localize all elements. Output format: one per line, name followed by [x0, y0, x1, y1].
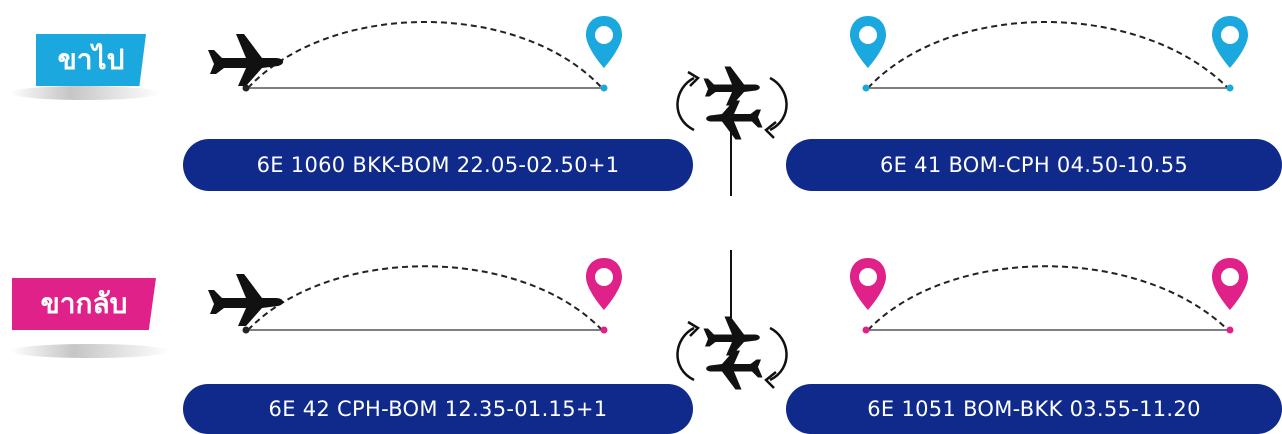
return-tag: ขากลับ: [12, 278, 156, 330]
return-flight-2: 6E 1051 BOM-BKK 03.55-11.20: [786, 384, 1282, 434]
transfer-icon: [676, 66, 788, 140]
location-pin-icon: [848, 256, 888, 312]
outbound-flight-2: 6E 41 BOM-CPH 04.50-10.55: [786, 139, 1282, 191]
outbound-tag: ขาไป: [36, 34, 146, 86]
tag-shadow: [10, 86, 160, 100]
location-pin-icon: [1210, 256, 1250, 312]
tag-shadow: [10, 344, 170, 358]
outbound-flight-1: 6E 1060 BKK-BOM 22.05-02.50+1: [183, 139, 693, 191]
return-flight-1: 6E 42 CPH-BOM 12.35-01.15+1: [183, 384, 693, 434]
transfer-icon: [676, 316, 788, 390]
